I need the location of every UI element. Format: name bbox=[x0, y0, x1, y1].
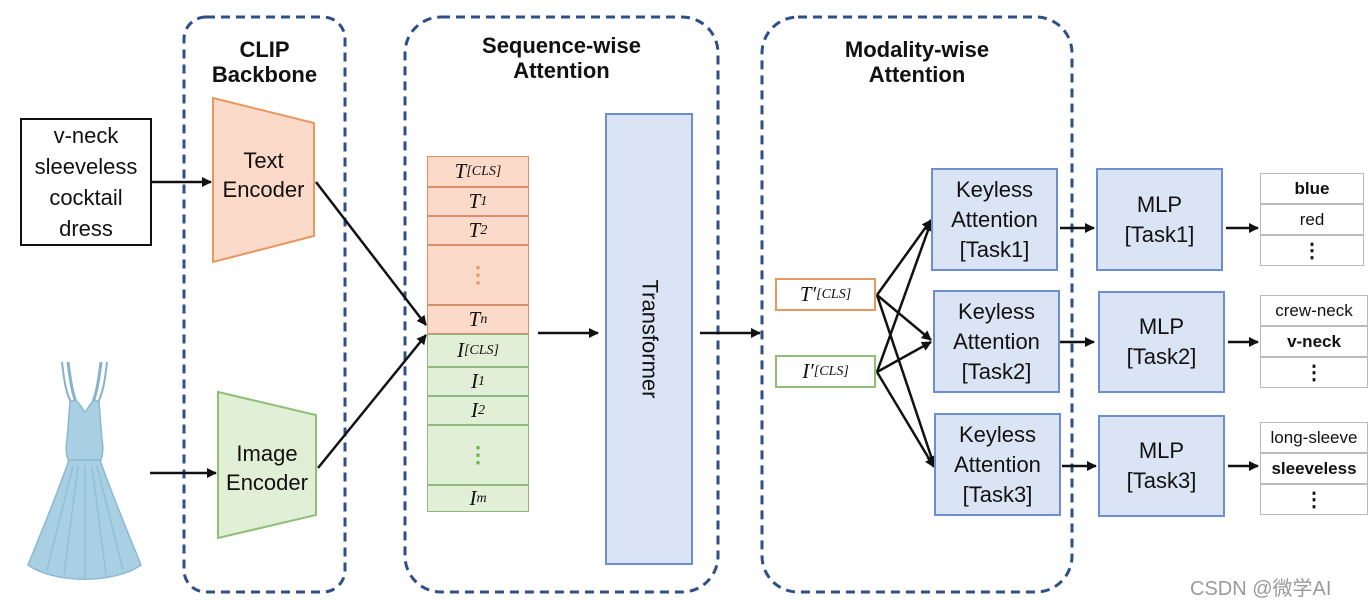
output-label: red bbox=[1260, 204, 1364, 235]
image-cls-token: I′[CLS] bbox=[775, 355, 876, 388]
clip-backbone-title: CLIP Backbone bbox=[211, 37, 318, 87]
more-options-icon: ⋮ bbox=[1260, 235, 1364, 266]
token-sub: n bbox=[480, 311, 488, 327]
token-sub: 2 bbox=[480, 222, 488, 238]
output-label: sleeveless bbox=[1260, 453, 1368, 484]
token-sub: 1 bbox=[478, 373, 485, 389]
token-sub: m bbox=[476, 490, 487, 506]
token-cell: I[CLS] bbox=[427, 334, 529, 367]
input-text-box: v-neck sleeveless cocktail dress bbox=[20, 118, 152, 246]
dress-icon bbox=[27, 361, 142, 580]
image-encoder-label: Image Encoder bbox=[226, 441, 308, 495]
sequence-attention-group bbox=[403, 15, 720, 594]
keyless-attention-task3: Keyless Attention [Task3] bbox=[934, 413, 1061, 516]
arrow-image-encoder-out bbox=[317, 334, 427, 469]
text-cls-token: T′[CLS] bbox=[775, 278, 876, 311]
mlp-task1: MLP [Task1] bbox=[1096, 168, 1223, 271]
token-base: I bbox=[471, 369, 478, 393]
text-cls-sub: [CLS] bbox=[816, 286, 852, 302]
cls-to-keyless-arrows bbox=[875, 219, 936, 468]
watermark: CSDN @微学AI bbox=[1190, 578, 1332, 600]
output-label: blue bbox=[1260, 173, 1364, 204]
sequence-attention-title: Sequence-wise Attention bbox=[482, 33, 641, 83]
text-cls-base: T′ bbox=[799, 282, 817, 306]
transformer-label: Transformer bbox=[637, 279, 663, 399]
output-label: long-sleeve bbox=[1260, 422, 1368, 453]
text-encoder-shape bbox=[212, 96, 315, 264]
token-base: I bbox=[471, 398, 478, 422]
clip-backbone-group bbox=[182, 15, 347, 594]
image-encoder-shape bbox=[217, 390, 317, 540]
mlp-task2: MLP [Task2] bbox=[1098, 291, 1225, 393]
image-cls-base: I′ bbox=[802, 359, 814, 383]
token-base: T bbox=[468, 189, 481, 213]
token-sub: 2 bbox=[478, 402, 485, 418]
more-options-icon: ⋮ bbox=[1260, 357, 1368, 388]
modality-attention-group bbox=[760, 15, 1074, 594]
keyless-attention-task2: Keyless Attention [Task2] bbox=[933, 290, 1060, 393]
token-ellipsis: ⋮ bbox=[427, 245, 529, 305]
arrow-text-encoder-out bbox=[315, 181, 427, 326]
token-cell: T[CLS] bbox=[427, 156, 529, 187]
token-sub: 1 bbox=[480, 193, 488, 209]
transformer-block: Transformer bbox=[605, 113, 693, 565]
modality-attention-title: Modality-wise Attention bbox=[844, 37, 990, 87]
token-base: T bbox=[454, 159, 467, 183]
output-label: v-neck bbox=[1260, 326, 1368, 357]
token-ellipsis: ⋮ bbox=[427, 425, 529, 485]
keyless-attention-task1: Keyless Attention [Task1] bbox=[931, 168, 1058, 271]
token-base: I bbox=[456, 338, 464, 362]
mlp-task3: MLP [Task3] bbox=[1098, 415, 1225, 517]
token-base: T bbox=[468, 307, 481, 331]
token-sub: [CLS] bbox=[466, 163, 502, 179]
token-base: I bbox=[469, 486, 477, 510]
ellipsis-icon: ⋮ bbox=[467, 442, 489, 467]
output-label: crew-neck bbox=[1260, 295, 1368, 326]
ellipsis-icon: ⋮ bbox=[467, 262, 489, 287]
image-cls-sub: [CLS] bbox=[813, 363, 849, 379]
token-sub: [CLS] bbox=[463, 342, 500, 358]
more-options-icon: ⋮ bbox=[1260, 484, 1368, 515]
token-base: T bbox=[468, 218, 481, 242]
text-encoder-label: Text Encoder bbox=[222, 148, 305, 202]
